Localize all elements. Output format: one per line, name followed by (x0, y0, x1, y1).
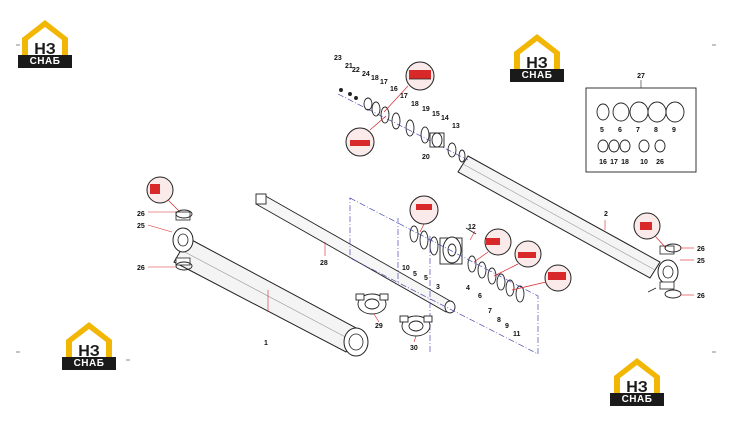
callout-7: 7 (488, 308, 492, 315)
cylinder-1 (172, 211, 369, 357)
leader-lines (147, 211, 694, 343)
detail-piston-c (493, 240, 542, 277)
callout-2: 2 (604, 211, 608, 218)
callout-13: 13 (452, 123, 460, 130)
detail-upper-b (345, 115, 387, 157)
logo-emblem-icon: НЗ (614, 358, 660, 396)
kit-label: 17 (610, 159, 618, 166)
detail-views (146, 61, 667, 292)
logo-emblem-icon: НЗ (514, 34, 560, 72)
callout-24: 24 (362, 71, 370, 78)
clamp-30 (399, 315, 433, 337)
svg-text:НЗ: НЗ (34, 41, 56, 58)
logo-caption: СНАБ (18, 55, 72, 68)
callout-3: 3 (436, 284, 440, 291)
brand-logo: НЗ СНАБ (62, 318, 116, 372)
kit-label: 10 (640, 159, 648, 166)
callout-25: 25 (137, 223, 145, 230)
cylinder-2 (457, 155, 679, 293)
clamp-29 (355, 293, 389, 315)
kit-label: 7 (636, 127, 640, 134)
callout-5: 5 (424, 275, 428, 282)
corner-marks (16, 44, 716, 361)
brand-logo: НЗ СНАБ (610, 354, 664, 408)
callout-1: 1 (264, 340, 268, 347)
detail-piston-b (473, 228, 512, 263)
callout-26: 26 (697, 293, 705, 300)
callout-8: 8 (497, 317, 501, 324)
callout-21: 21 (345, 63, 353, 70)
callout-5: 5 (413, 271, 417, 278)
kit-title: 27 (637, 73, 645, 80)
callout-30: 30 (410, 345, 418, 352)
callout-26: 26 (137, 265, 145, 272)
end-rings (175, 209, 682, 299)
callout-10: 10 (402, 265, 410, 272)
kit-label: 8 (654, 127, 658, 134)
callout-14: 14 (441, 115, 449, 122)
callout-17: 17 (400, 93, 408, 100)
kit-label: 16 (599, 159, 607, 166)
callout-22: 22 (352, 67, 360, 74)
callout-20: 20 (422, 154, 430, 161)
kit-label: 5 (600, 127, 604, 134)
logo-caption: СНАБ (62, 357, 116, 370)
callout-12: 12 (468, 224, 476, 231)
callout-29: 29 (375, 323, 383, 330)
kit-box-27: 27 5 6 7 8 9 16 17 18 10 26 (585, 73, 697, 173)
svg-text:НЗ: НЗ (526, 55, 548, 72)
callout-18: 18 (411, 101, 419, 108)
callout-labels: 23 21 22 24 18 17 16 17 18 19 15 14 13 2… (137, 55, 705, 352)
detail-piston-a (409, 195, 439, 233)
callout-11: 11 (513, 331, 521, 338)
callout-26: 26 (697, 246, 705, 253)
axis-line-upper (337, 93, 469, 161)
upper-seal-stack (339, 88, 466, 163)
detail-piston-d (511, 264, 572, 292)
callout-4: 4 (466, 285, 470, 292)
brand-logo: НЗ СНАБ (510, 30, 564, 84)
kit-label: 9 (672, 127, 676, 134)
kit-label: 6 (618, 127, 622, 134)
svg-text:НЗ: НЗ (78, 343, 100, 360)
kit-label: 26 (656, 159, 664, 166)
callout-18: 18 (371, 75, 379, 82)
logo-caption: СНАБ (510, 69, 564, 82)
detail-left (146, 176, 181, 213)
detail-right (633, 212, 667, 249)
callout-26: 26 (137, 211, 145, 218)
callout-28: 28 (320, 260, 328, 267)
callout-17: 17 (380, 79, 388, 86)
kit-label: 18 (621, 159, 629, 166)
callout-15: 15 (432, 111, 440, 118)
clamp-outline (349, 197, 539, 355)
callout-16: 16 (390, 86, 398, 93)
callout-9: 9 (505, 323, 509, 330)
logo-emblem-icon: НЗ (22, 20, 68, 58)
logo-caption: СНАБ (610, 393, 664, 406)
callout-19: 19 (422, 106, 430, 113)
callout-23: 23 (334, 55, 342, 62)
brand-logo: НЗ СНАБ (18, 16, 72, 70)
callout-6: 6 (478, 293, 482, 300)
detail-upper-a (383, 61, 435, 113)
logo-emblem-icon: НЗ (66, 322, 112, 360)
svg-text:НЗ: НЗ (626, 379, 648, 396)
callout-25: 25 (697, 258, 705, 265)
